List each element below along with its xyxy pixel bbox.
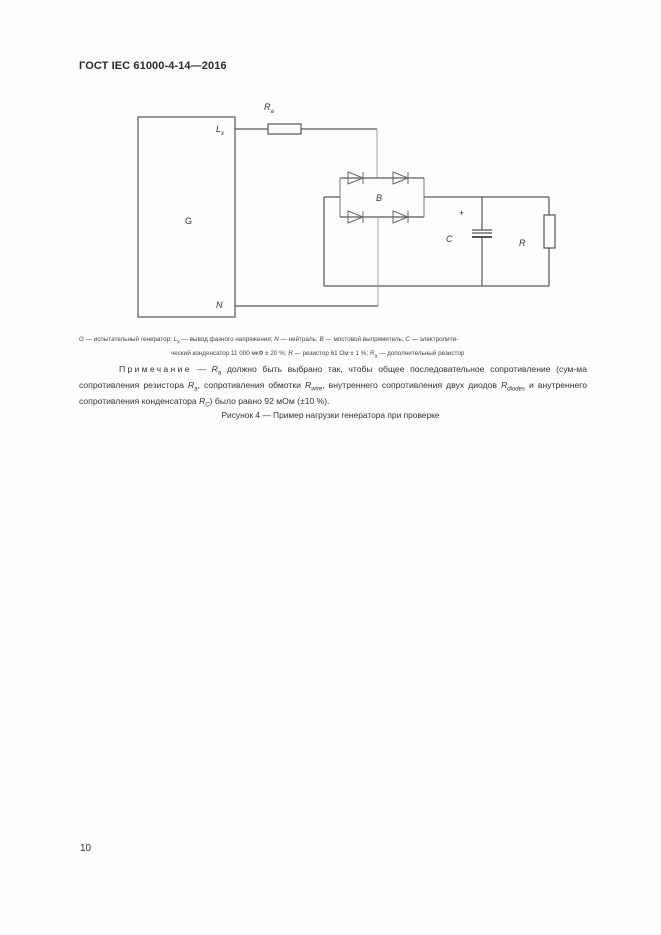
note-rc-sub: C: [205, 402, 210, 409]
legend-line-1: G — испытательный генератор; Lx — вывод …: [79, 334, 579, 348]
legend-lx-symbol: L: [173, 336, 178, 343]
legend-ra-symbol: R: [369, 350, 375, 358]
note-ra-sub: a: [194, 386, 198, 393]
note-text: —: [191, 364, 212, 374]
note-text: , внутреннего сопротивления двух диодов: [322, 379, 502, 390]
diode-top-right: [392, 171, 410, 185]
note-rwire-symbol: R: [304, 379, 312, 390]
note-paragraph: Примечание — Ra должно быть выбрано так,…: [79, 364, 587, 412]
note-text: , сопротивления обмотки: [197, 379, 305, 390]
document-header: ГОСТ IEC 61000-4-14—2016: [79, 60, 227, 72]
label-g: G: [185, 216, 193, 226]
label-capacitor-plus: +: [459, 208, 465, 218]
page-number: 10: [80, 843, 92, 854]
figure-caption: Рисунок 4 — Пример нагрузки генератора п…: [221, 410, 440, 420]
legend-r-symbol: R: [288, 350, 293, 358]
legend-g-symbol: G: [79, 336, 84, 343]
label-r: R: [519, 238, 526, 248]
note-rdiodes-symbol: R: [501, 379, 508, 390]
legend-c-text: — электролити-: [409, 336, 459, 343]
figure-legend: G — испытательный генератор; Lx — вывод …: [79, 334, 579, 363]
circuit-diagram: [137, 116, 556, 318]
legend-g-text: — испытательный генератор;: [83, 336, 174, 343]
label-ra-symbol: R: [264, 102, 271, 112]
diode-bottom-right: [392, 210, 410, 224]
label-lx-sub: x: [221, 130, 225, 137]
label-lx: Lx: [216, 124, 224, 137]
legend-capacitor-text: ческий конденсатор 11 000 мкФ ± 20 %;: [171, 350, 289, 358]
legend-r-text: — резистор 61 Ом ± 1 %;: [292, 350, 370, 358]
resistor-r: [543, 214, 556, 249]
legend-n-text: — нейтраль;: [278, 336, 320, 343]
resistor-ra: [267, 123, 302, 135]
legend-ra-text: — дополнительный резистор: [377, 350, 465, 358]
legend-c-symbol: C: [405, 336, 410, 343]
legend-line-2: ческий конденсатор 11 000 мкФ ± 20 %; R …: [79, 348, 579, 362]
note-rwire-sub: wire: [311, 386, 323, 393]
diode-top-left: [347, 171, 365, 185]
label-ra: Ra: [264, 102, 274, 115]
label-b: B: [376, 193, 383, 203]
note-ra-sub: a: [217, 370, 222, 377]
note-text: должно быть выбрано так, чтобы общее пос…: [79, 364, 587, 390]
legend-b-symbol: B: [319, 336, 324, 343]
label-lx-symbol: L: [216, 124, 222, 134]
note-text: ) было равно 92 мОм (±10 %).: [209, 395, 330, 406]
legend-lx-text: — вывод фазного напряжения;: [179, 336, 275, 343]
diode-bottom-left: [347, 210, 365, 224]
legend-b-text: — мостовой выпрямитель;: [323, 336, 406, 343]
legend-ra-sub: a: [374, 353, 378, 360]
label-c: C: [446, 234, 453, 244]
legend-n-symbol: N: [274, 336, 279, 343]
note-label: Примечание: [119, 364, 192, 374]
note-ra-symbol: R: [211, 364, 218, 374]
legend-lx-sub: x: [177, 339, 180, 346]
note-rc-symbol: R: [199, 395, 206, 406]
note-rdiodes-sub: diodes: [507, 386, 525, 393]
label-n: N: [216, 300, 223, 310]
label-ra-sub: a: [270, 108, 274, 115]
generator-box: [137, 116, 236, 318]
note-text: и внутреннего сопротивления конденсатора: [79, 379, 587, 406]
note-ra-symbol: R: [188, 379, 195, 390]
